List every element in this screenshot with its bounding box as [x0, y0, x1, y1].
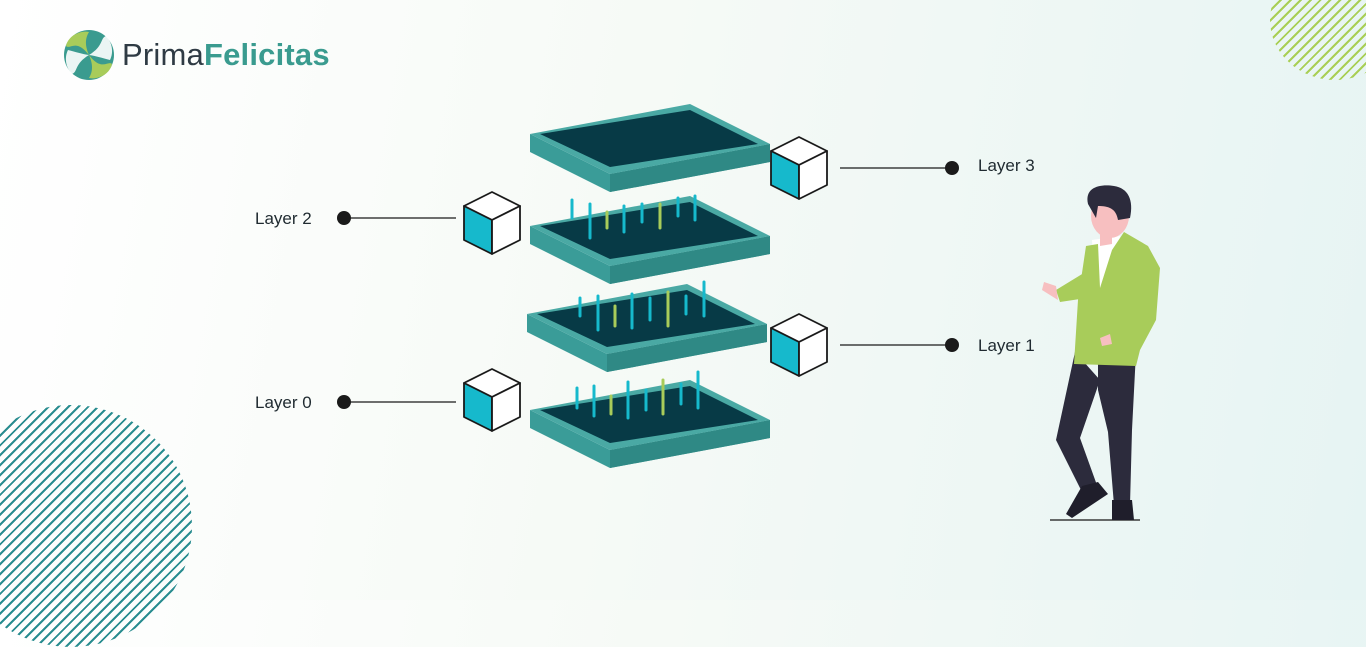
layers-diagram [337, 104, 1160, 521]
connector-layer-1 [840, 338, 959, 352]
layer-1-label: Layer 1 [978, 336, 1035, 355]
platform-layer-2 [530, 196, 770, 284]
layer-0-label: Layer 0 [255, 393, 312, 412]
brand-name: PrimaFelicitas [122, 37, 330, 73]
platform-layer-3 [530, 104, 770, 192]
brand-name-part1: Prima [122, 37, 204, 72]
layer-3-label: Layer 3 [978, 156, 1035, 175]
platform-layer-0 [530, 380, 770, 468]
person-illustration [1042, 185, 1160, 521]
connector-layer-2 [337, 211, 456, 225]
cube-icon-layer-2 [463, 191, 521, 255]
brand-name-part2: Felicitas [203, 37, 330, 72]
logo-icon [64, 30, 114, 80]
cube-icon-layer-1 [770, 313, 828, 377]
light-bars-layer-0 [575, 370, 700, 420]
connector-layer-3 [840, 161, 959, 175]
brand-logo: PrimaFelicitas [62, 28, 330, 82]
light-bars-layer-1 [578, 280, 706, 332]
cube-icon-layer-3 [770, 136, 828, 200]
light-bars-layer-2 [570, 194, 697, 240]
connector-layer-0 [337, 395, 456, 409]
cube-icon-layer-0 [463, 368, 521, 432]
platform-layer-1 [527, 284, 767, 372]
layer-2-label: Layer 2 [255, 209, 312, 228]
